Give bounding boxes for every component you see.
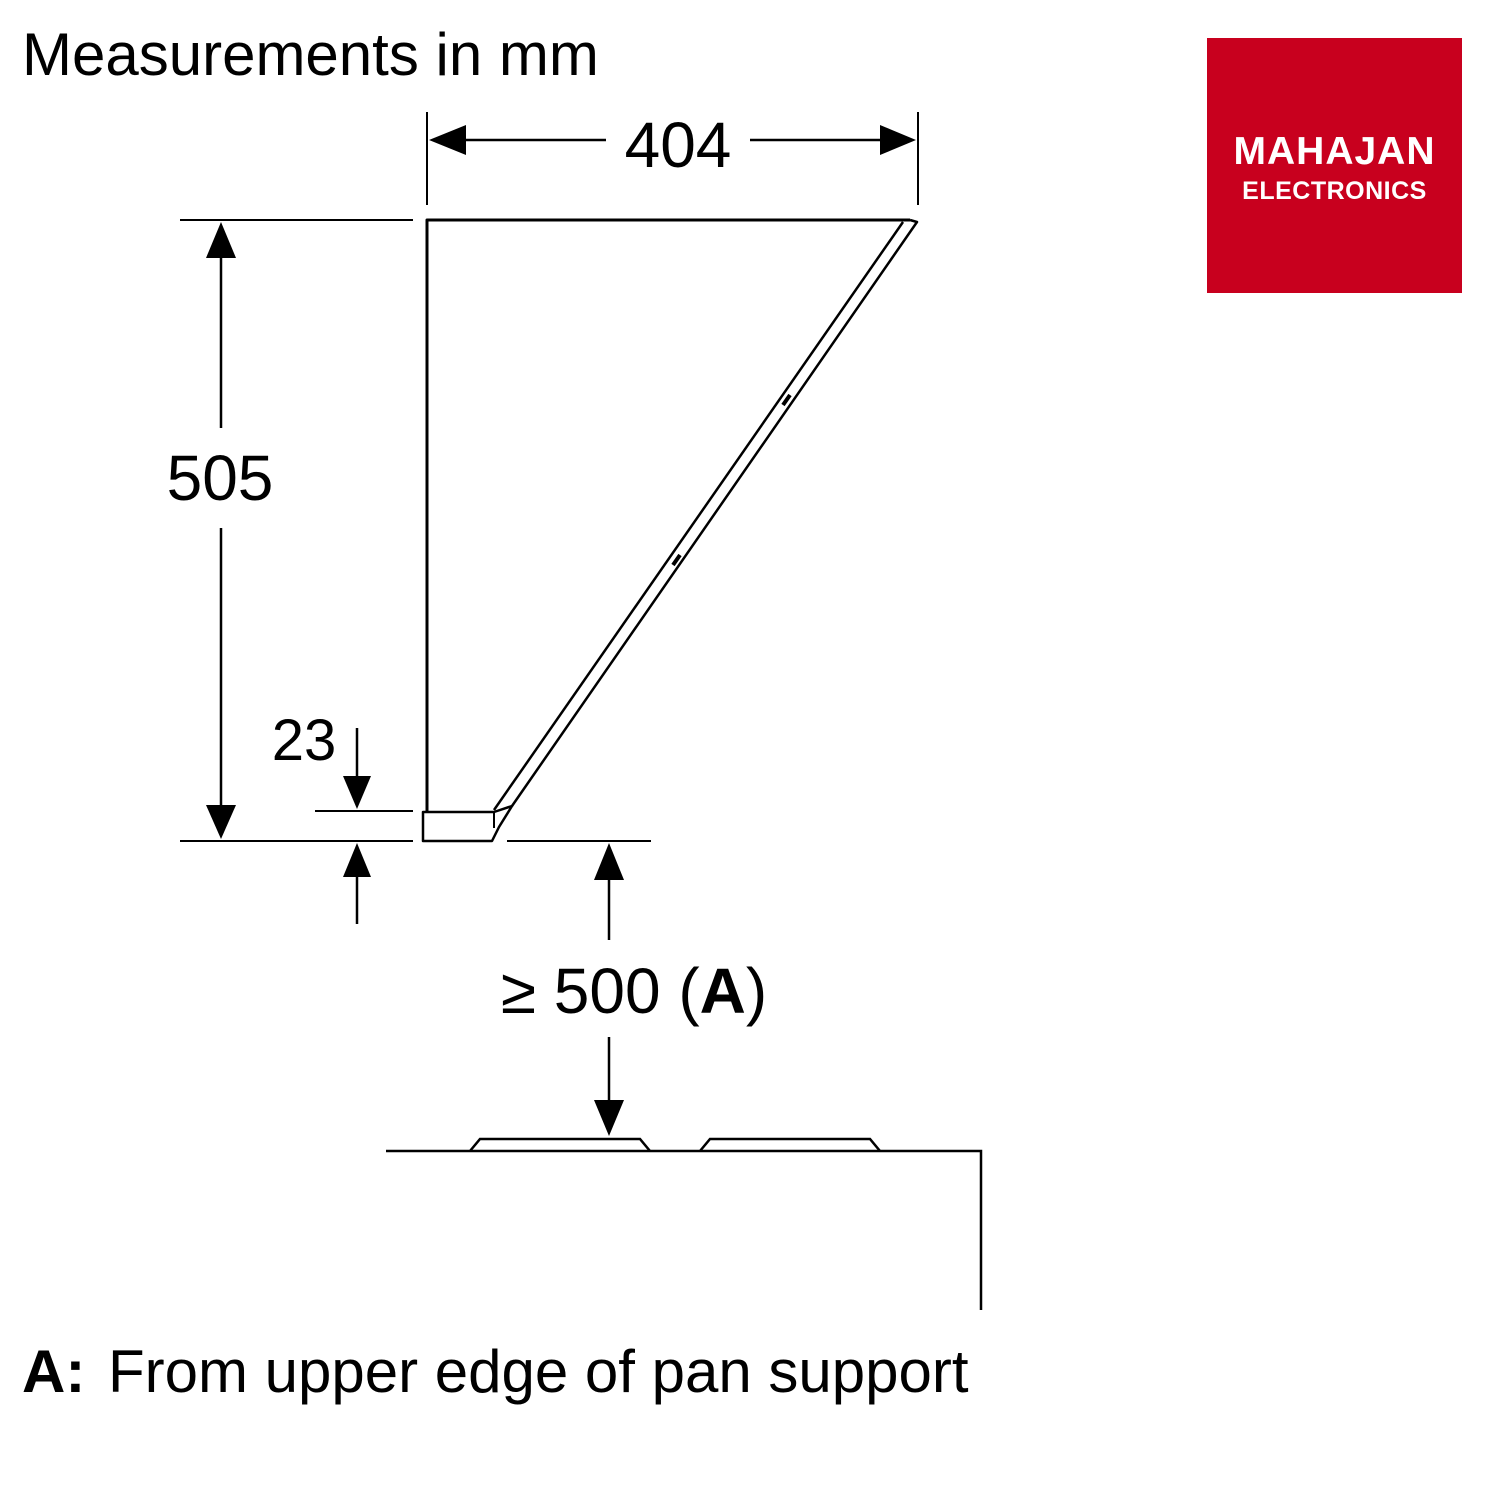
arrow-left-icon [429,125,466,155]
arrow-up-icon [343,843,371,877]
height-label: 505 [167,442,274,514]
arrow-down-icon [206,805,236,839]
logo-line-2: ELECTRONICS [1242,177,1427,205]
thickness-label: 23 [272,708,337,773]
arrow-up-icon [206,222,236,258]
height-dimension: 505 [167,219,413,842]
page-title: Measurements in mm [22,21,599,88]
arrow-down-icon [594,1100,624,1136]
arrow-down-icon [343,776,371,809]
arrow-right-icon [880,125,916,155]
pan-support [469,1137,651,1152]
clearance-label: ≥ 500 (A) [501,955,767,1027]
logo-line-1: MAHAJAN [1233,130,1436,173]
width-label: 404 [625,109,732,181]
cooktop-outline [386,1137,983,1310]
hood-profile [421,218,919,843]
pan-support [699,1137,881,1152]
width-dimension: 404 [426,109,919,205]
footnote: A:From upper edge of pan support [22,1338,969,1405]
brand-logo: MAHAJAN ELECTRONICS [1207,38,1462,293]
clearance-dimension: ≥ 500 (A) [501,840,767,1136]
thickness-dimension: 23 [272,708,413,924]
arrow-up-icon [594,843,624,880]
